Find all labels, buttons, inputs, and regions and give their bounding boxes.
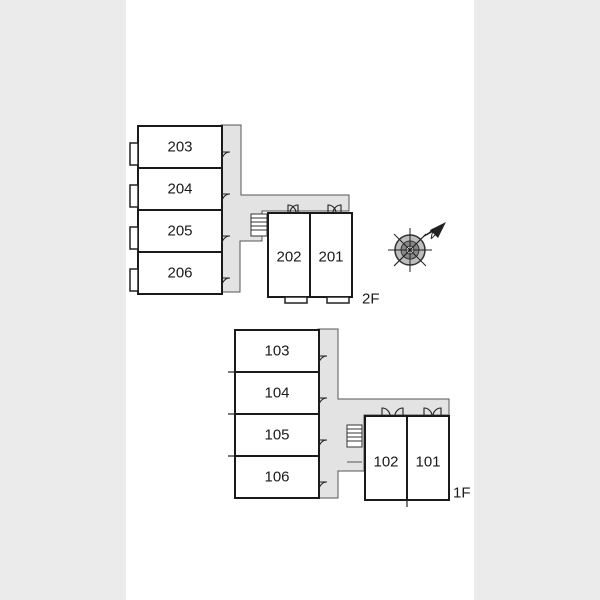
- room-101: [406, 415, 450, 501]
- room-106: [234, 455, 320, 499]
- room-label-204: 204: [167, 180, 193, 198]
- room-103: [234, 329, 320, 373]
- doors-2f-right: [287, 204, 342, 214]
- stairs-2f: [250, 213, 268, 237]
- room-label-202: 202: [276, 248, 302, 266]
- balcony-201: [326, 296, 350, 304]
- balcony-206: [129, 268, 139, 292]
- stairs-1f: [346, 424, 363, 448]
- room-202: [267, 212, 311, 298]
- floor-1f-plan: [228, 328, 450, 507]
- balcony-202: [284, 296, 308, 304]
- doors-1f-left: [318, 355, 328, 491]
- room-label-104: 104: [264, 384, 290, 402]
- balcony-205: [129, 226, 139, 250]
- floor-label-1f: 1F: [453, 484, 471, 502]
- balcony-203: [129, 142, 139, 166]
- doors-2f-left: [221, 151, 231, 287]
- balcony-204: [129, 184, 139, 208]
- wall-ticks-1f: [228, 371, 235, 457]
- floor-2f-plan: [129, 124, 353, 304]
- doors-1f-right: [381, 407, 442, 417]
- compass-icon: [388, 222, 446, 272]
- room-label-203: 203: [167, 138, 193, 156]
- room-label-102: 102: [373, 453, 399, 471]
- room-label-105: 105: [264, 426, 290, 444]
- room-label-106: 106: [264, 468, 290, 486]
- room-label-101: 101: [415, 453, 441, 471]
- floor-label-2f: 2F: [362, 290, 380, 308]
- room-204: [137, 167, 223, 211]
- room-label-205: 205: [167, 222, 193, 240]
- room-label-103: 103: [264, 342, 290, 360]
- corridor-2f: [220, 124, 350, 293]
- room-105: [234, 413, 320, 457]
- room-201: [309, 212, 353, 298]
- room-label-201: 201: [318, 248, 344, 266]
- room-label-206: 206: [167, 264, 193, 282]
